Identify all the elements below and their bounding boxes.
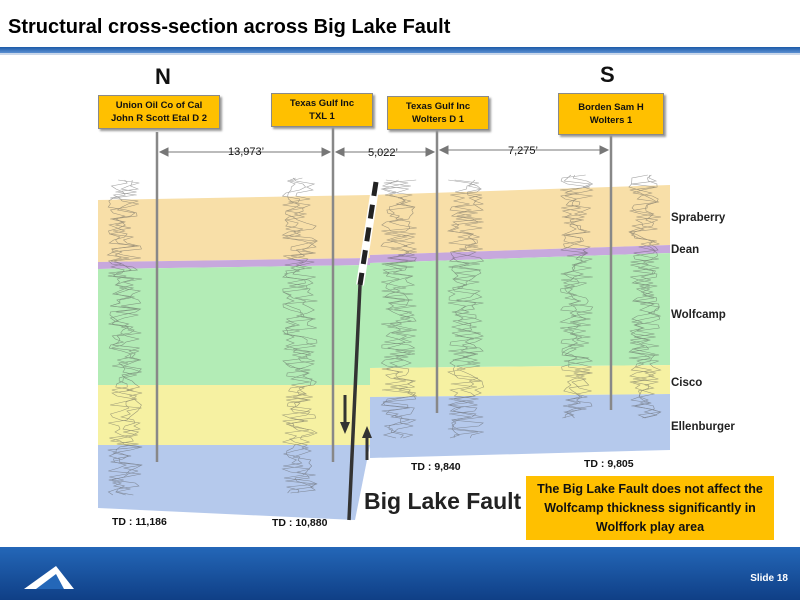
band-ellenburger-right	[370, 394, 670, 458]
cross-section-diagram	[98, 120, 670, 521]
distance-arrows	[158, 145, 610, 157]
log-trace	[628, 174, 662, 419]
well-1-operator: Union Oil Co of Cal	[115, 100, 203, 111]
formation-label-dean: Dean	[671, 244, 700, 256]
band-ellenburger-left	[98, 445, 370, 520]
band-wolfcamp-left	[98, 265, 370, 385]
well-4-td: TD : 9,805	[584, 458, 634, 470]
log-trace	[447, 179, 485, 439]
well-2-operator: Texas Gulf Inc	[289, 98, 355, 109]
formation-bands	[98, 185, 670, 520]
fault-label: Big Lake Fault	[364, 488, 522, 514]
well-3-operator: Texas Gulf Inc	[405, 101, 471, 112]
slide-title: Structural cross-section across Big Lake…	[8, 16, 451, 38]
slide-number: Slide 18	[750, 573, 788, 584]
log-trace	[282, 177, 318, 494]
band-dean-right	[370, 245, 670, 263]
log-trace	[381, 179, 417, 439]
well-sticks	[155, 120, 613, 462]
distance-1: 13,973’	[228, 146, 265, 158]
formation-label-cisco: Cisco	[671, 377, 703, 389]
south-label: S	[600, 62, 615, 87]
log-trace	[281, 177, 318, 494]
log-trace	[281, 177, 318, 494]
formation-label-spraberry: Spraberry	[671, 212, 726, 224]
well-4-name: Wolters 1	[589, 115, 633, 126]
formation-label-wolfcamp: Wolfcamp	[671, 309, 726, 321]
log-trace	[560, 174, 593, 419]
band-cisco-right	[370, 365, 670, 397]
log-trace	[446, 179, 485, 439]
well-box-3: Texas Gulf Inc Wolters D 1	[387, 96, 489, 130]
company-logo-icon	[24, 566, 74, 589]
log-trace	[559, 174, 594, 419]
well-2-td: TD : 10,880	[272, 517, 328, 529]
formation-label-ellenburger: Ellenburger	[671, 421, 735, 433]
footer-bar	[0, 547, 800, 600]
callout-note: The Big Lake Fault does not affect the W…	[526, 476, 774, 540]
log-trace	[107, 179, 143, 496]
well-1-name: John R Scott Etal D 2	[110, 113, 208, 124]
well-1-td: TD : 11,186	[112, 516, 167, 528]
title-rule	[0, 47, 800, 53]
well-logs	[106, 174, 662, 496]
band-cisco-left	[98, 385, 370, 445]
distance-3: 7,275’	[508, 145, 538, 157]
band-spraberry-right	[370, 185, 670, 255]
well-4-operator: Borden Sam H	[578, 102, 644, 113]
log-trace	[561, 174, 594, 419]
well-2-name: TXL 1	[309, 111, 335, 122]
fault-trace	[340, 181, 380, 521]
band-spraberry-left	[98, 195, 370, 262]
log-trace	[380, 179, 418, 439]
log-trace	[628, 174, 661, 419]
title-rule-light	[0, 53, 800, 55]
well-3-name: Wolters D 1	[411, 114, 465, 125]
well-box-2: Texas Gulf Inc TXL 1	[271, 93, 373, 127]
distance-2: 5,022’	[368, 147, 398, 159]
well-box-1: Union Oil Co of Cal John R Scott Etal D …	[98, 95, 220, 129]
well-box-4: Borden Sam H Wolters 1	[558, 93, 664, 135]
log-trace	[380, 179, 417, 439]
band-wolfcamp-right	[370, 253, 670, 368]
north-label: N	[155, 64, 171, 89]
well-3-td: TD : 9,840	[411, 461, 461, 473]
